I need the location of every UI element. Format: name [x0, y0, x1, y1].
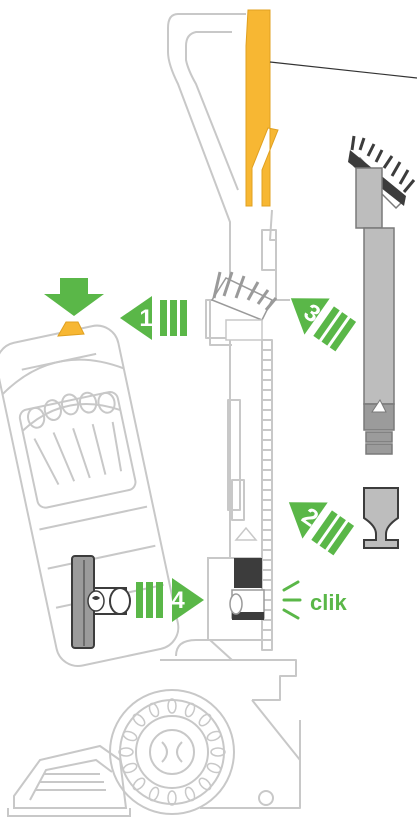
step-3-arrow: 3	[290, 298, 357, 352]
step-2-bar-3	[327, 521, 355, 556]
sound-label: clik	[310, 590, 347, 615]
step-4-bar-3	[156, 582, 163, 618]
step-1-arrow: 1	[120, 296, 187, 340]
handle-accent	[245, 9, 279, 207]
brush-tool-mounted	[210, 271, 278, 341]
cyclone-bin	[0, 324, 180, 667]
arrow-left-icon	[120, 296, 152, 340]
step-4-number: 4	[171, 587, 185, 614]
arrow-down-left-icon	[288, 502, 328, 539]
step-3-bar-2	[321, 312, 348, 346]
stair-tool	[363, 487, 399, 549]
combination-tool	[348, 135, 416, 455]
step-4-bar-2	[146, 582, 153, 618]
wand-tool-holder	[207, 526, 265, 641]
cleaner-head	[7, 744, 131, 817]
arrow-down-icon	[44, 278, 104, 316]
ball-wheel	[109, 689, 235, 815]
step-2-bar-1	[311, 510, 338, 544]
steps-layer: 1 2 3 4	[120, 296, 357, 622]
step-1-number: 1	[139, 305, 152, 332]
vacuum-body-outline	[160, 13, 301, 809]
click-lines-icon	[282, 580, 302, 620]
step-1-bar-2	[170, 300, 177, 336]
ball-wheel-slots	[118, 698, 226, 806]
step-3-bar-3	[329, 317, 357, 352]
step-4-bar-1	[136, 582, 143, 618]
arrow-down-left-icon	[290, 298, 330, 335]
step-1-bar-1	[160, 300, 167, 336]
step-2-arrow: 2	[288, 502, 355, 556]
step-2-bar-2	[319, 516, 346, 550]
bin-release-button	[57, 321, 85, 337]
leader-line-icon	[269, 61, 417, 79]
step-1-bar-3	[180, 300, 187, 336]
arrow-right-icon	[172, 578, 204, 622]
step-3-bar-1	[313, 306, 340, 340]
step-4-arrow: 4	[136, 578, 204, 622]
turbine-tool	[71, 555, 131, 649]
